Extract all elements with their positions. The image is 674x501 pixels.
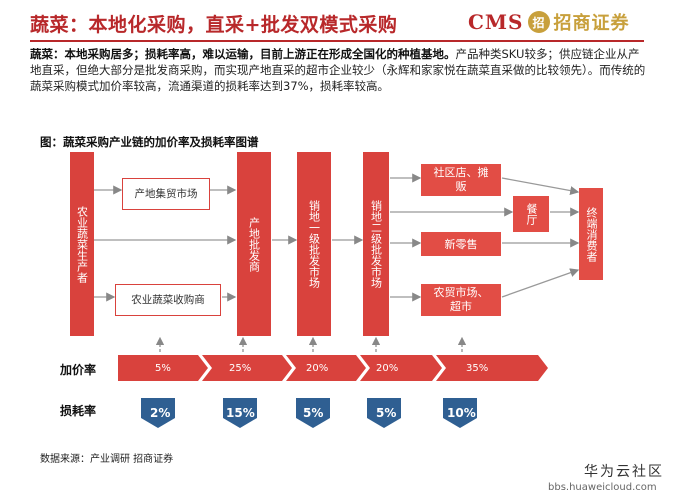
node-secondary-wholesale-label: 销地二级批发市场: [369, 200, 383, 288]
loss-shield-5: [443, 398, 477, 428]
loss-shield-2: [223, 398, 257, 428]
markup-row-label: 加价率: [60, 363, 97, 377]
node-origin-market: 产地集贸市场: [122, 178, 210, 210]
loss-value-5: 10%: [447, 406, 476, 420]
node-purchase-agent-label: 农业蔬菜收购商: [131, 294, 205, 306]
markup-chevron-3: [286, 355, 366, 381]
summary-lead: 蔬菜：本地采购居多；损耗率高，难以运输，目前上游正在形成全国化的种植基地。: [30, 47, 456, 61]
node-purchase-agent: 农业蔬菜收购商: [115, 284, 221, 316]
node-producer: 农业蔬菜生产者: [70, 152, 94, 336]
logo-seal-icon: 招: [527, 11, 550, 33]
node-secondary-wholesale: 销地二级批发市场: [363, 152, 389, 336]
node-new-retail-label: 新零售: [444, 238, 478, 251]
markup-value-2: 25%: [229, 363, 252, 374]
summary-body: 产品种类SKU较多；供应链企业从产地直采，但绝大部分是批发商采购，而实现产地直采…: [30, 47, 646, 93]
node-community-store-label: 社区店、摊贩: [433, 166, 489, 193]
markup-chevron-5: [436, 355, 548, 381]
node-consumer: 终端消费者: [579, 188, 603, 280]
node-origin-wholesaler-label: 产地批发商: [247, 216, 261, 272]
node-consumer-label: 终端消费者: [585, 206, 598, 262]
markup-chevron-2: [202, 355, 292, 381]
watermark-name: 华为云社区: [584, 464, 664, 480]
loss-shield-1: [141, 398, 175, 428]
node-farmers-market-label: 农贸市场、超市: [433, 286, 489, 313]
node-primary-wholesale: 销地一级批发市场: [297, 152, 331, 336]
markup-chevron-4: [360, 355, 442, 381]
markup-value-5: 35%: [466, 363, 489, 374]
title-rule: [30, 40, 644, 42]
slide-title: 蔬菜：本地化采购，直采+批发双模式采购: [30, 14, 398, 36]
markup-chevron-bar: [118, 355, 548, 381]
logo: CMS 招 招商证券: [468, 8, 630, 36]
node-community-store: 社区店、摊贩: [421, 164, 501, 196]
markup-value-1: 5%: [155, 363, 171, 374]
loss-value-2: 15%: [226, 406, 255, 420]
node-new-retail: 新零售: [421, 232, 501, 256]
loss-shield-4: [367, 398, 401, 428]
loss-value-3: 5%: [303, 406, 324, 420]
markup-value-3: 20%: [306, 363, 329, 374]
node-restaurant-label: 餐厅: [525, 203, 538, 225]
loss-row-label: 损耗率: [60, 404, 97, 418]
node-farmers-market: 农贸市场、超市: [421, 284, 501, 316]
node-restaurant: 餐厅: [513, 196, 549, 232]
figure-caption: 图：蔬菜采购产业链的加价率及损耗率图谱: [40, 135, 259, 149]
markup-value-4: 20%: [376, 363, 399, 374]
loss-shield-3: [296, 398, 330, 428]
node-origin-wholesaler: 产地批发商: [237, 152, 271, 336]
markup-chevron-1: [118, 355, 208, 381]
node-origin-market-label: 产地集贸市场: [134, 188, 198, 200]
edge-community-consumer: [501, 177, 580, 196]
logo-name: 招商证券: [553, 13, 630, 34]
watermark-url: bbs.huaweicloud.com: [548, 482, 657, 493]
node-primary-wholesale-label: 销地一级批发市场: [307, 200, 321, 288]
edge-market-consumer: [501, 268, 580, 298]
data-source: 数据来源：产业调研 招商证券: [40, 454, 174, 465]
node-producer-label: 农业蔬菜生产者: [75, 205, 89, 283]
logo-cms: CMS: [468, 10, 524, 34]
loss-value-1: 2%: [150, 406, 171, 420]
summary-paragraph: 蔬菜：本地采购居多；损耗率高，难以运输，目前上游正在形成全国化的种植基地。产品种…: [30, 46, 646, 94]
loss-value-4: 5%: [376, 406, 397, 420]
